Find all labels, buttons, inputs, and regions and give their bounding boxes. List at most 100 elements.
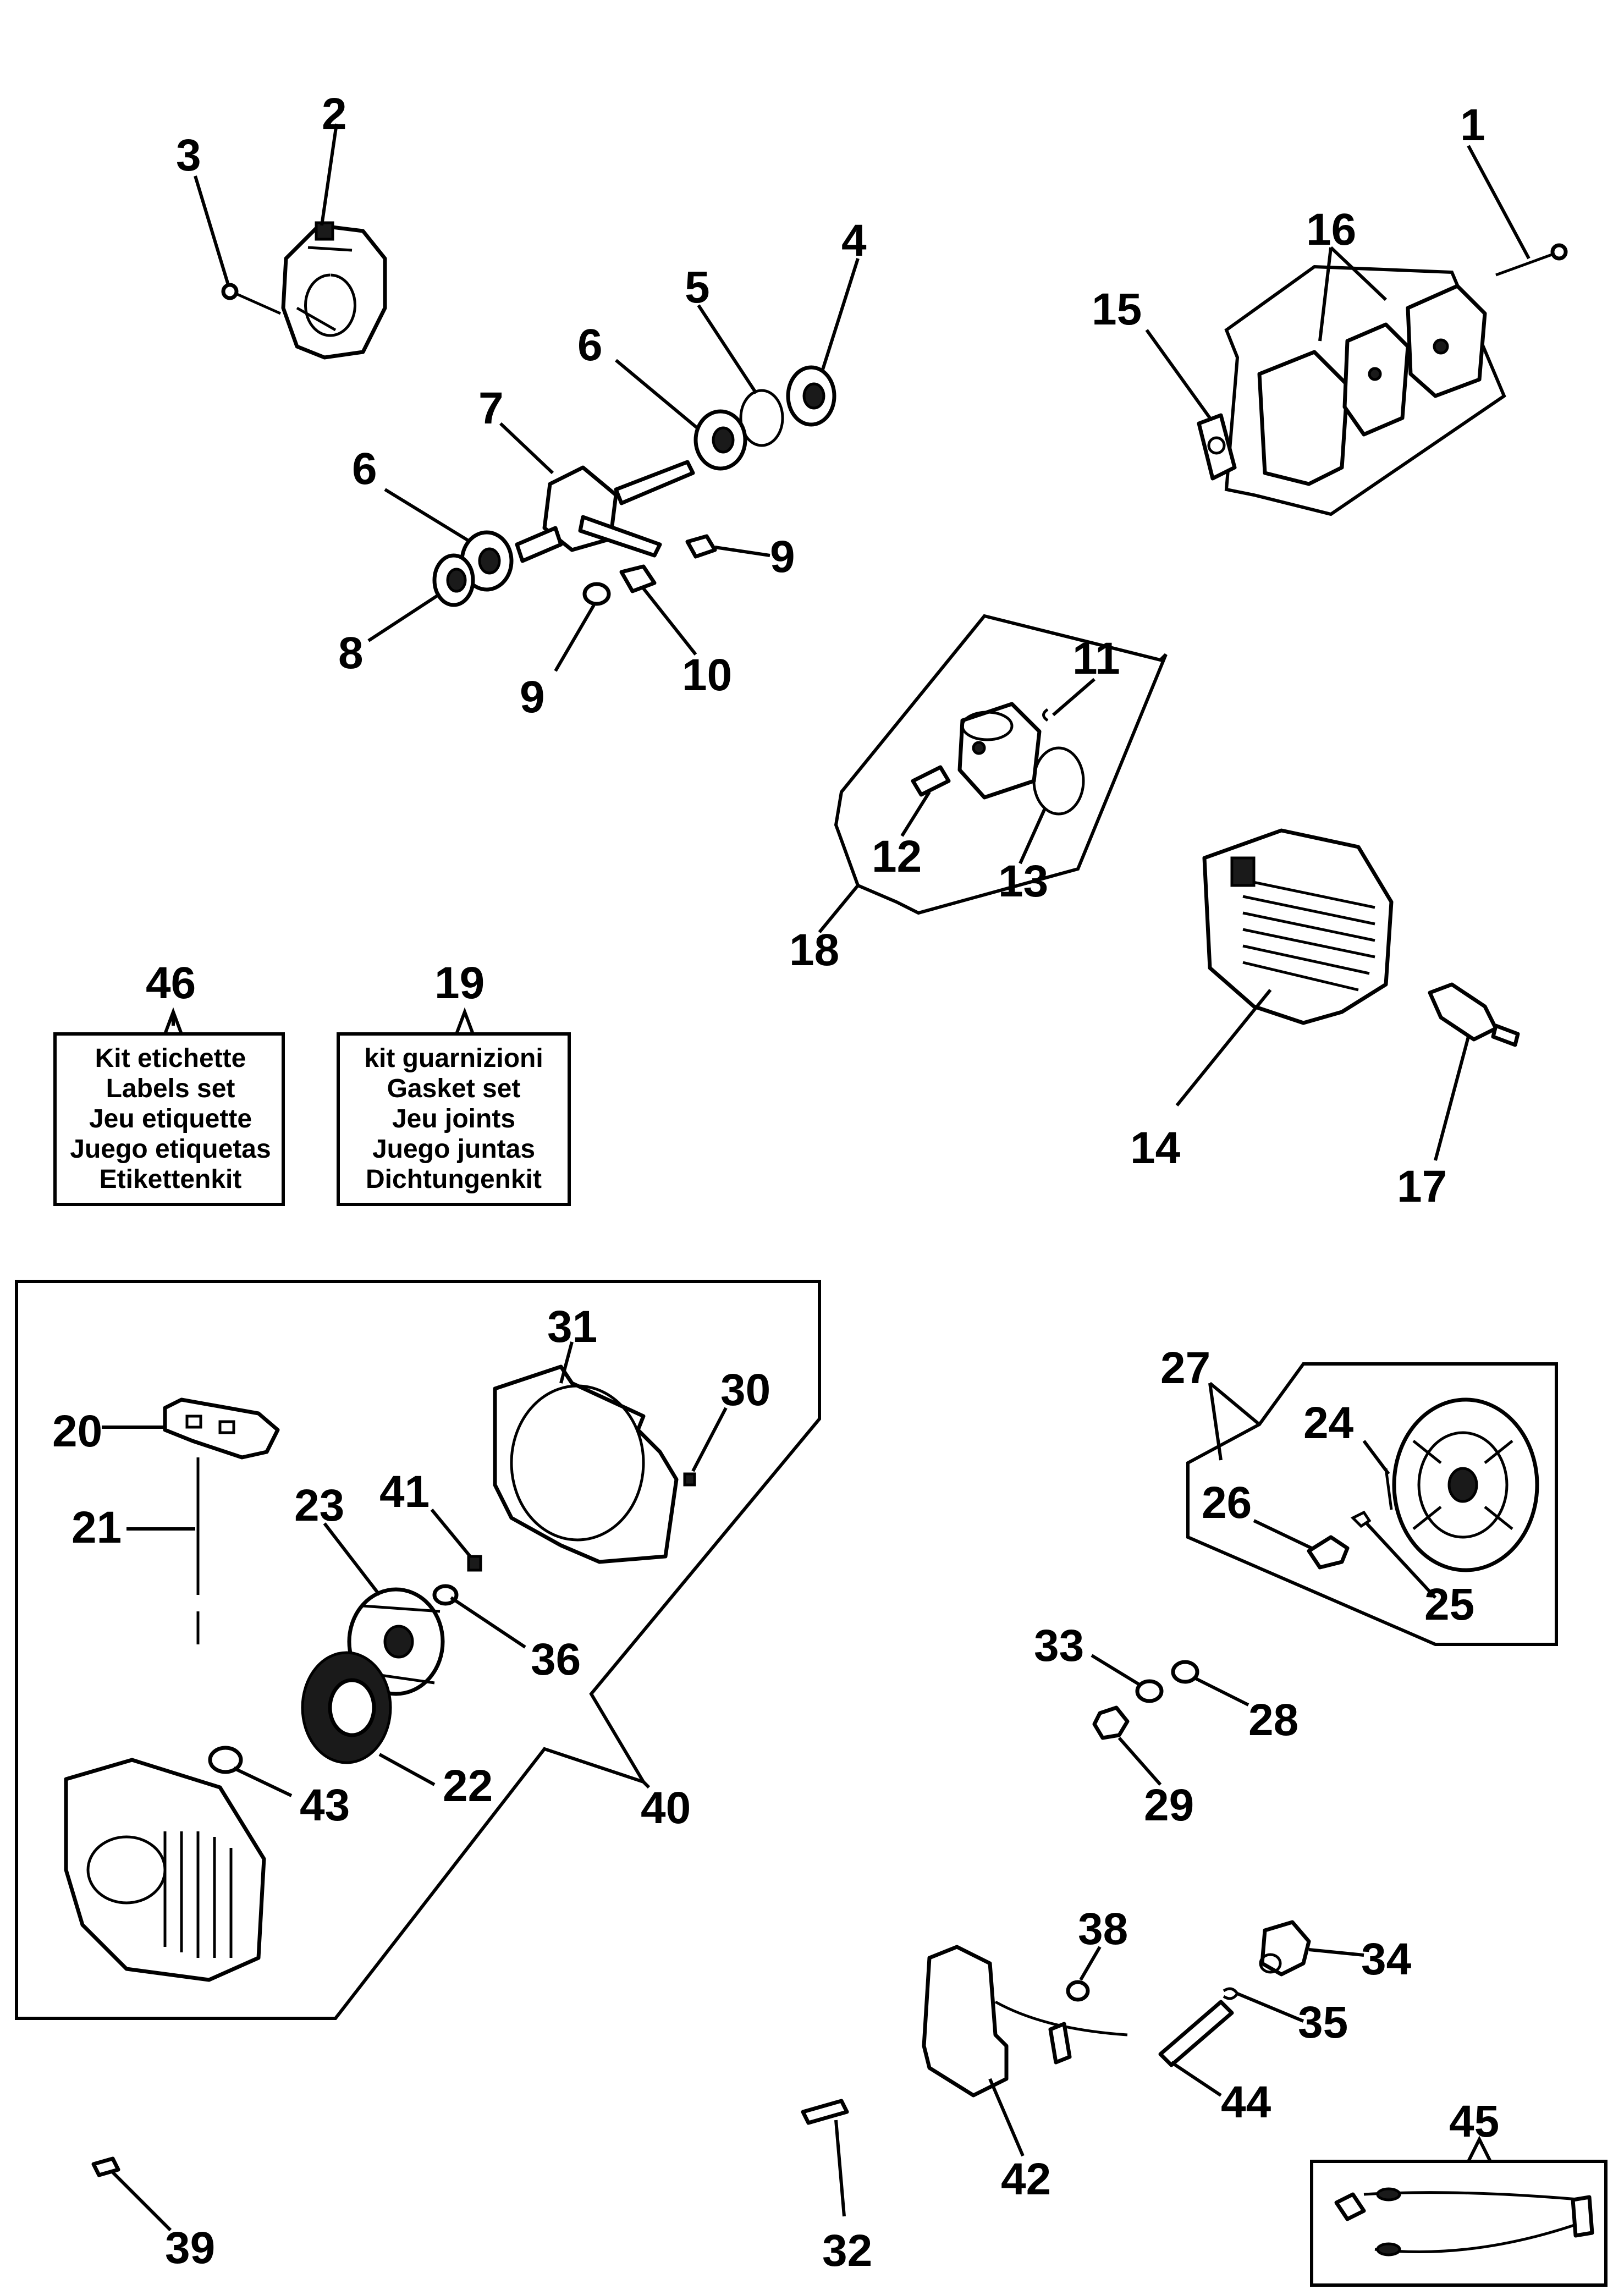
- bearing-6-upper: [693, 409, 747, 471]
- part-callout-43: 43: [300, 1780, 350, 1830]
- circlip-5: [739, 389, 784, 447]
- piston-pin-clip: [1042, 708, 1049, 722]
- elbow-34: [1259, 1920, 1311, 1977]
- part-callout-18: 18: [789, 925, 839, 975]
- part-callout-36: 36: [531, 1634, 581, 1685]
- part-callout-39: 39: [165, 2223, 215, 2273]
- crankcase-half: [281, 221, 387, 360]
- cylinder: [1202, 828, 1394, 1025]
- pawl-spring: [1350, 1510, 1372, 1528]
- wire-harness-frame: [1310, 2136, 1608, 2287]
- gasket-kit-line: Jeu joints: [392, 1104, 515, 1133]
- piston-ring: [1032, 746, 1085, 816]
- gasket-kit-text: kit guarnizioni Gasket set Jeu joints Ju…: [364, 1044, 543, 1194]
- needle-bearing: [619, 564, 657, 593]
- wire-harness: [1334, 2187, 1594, 2257]
- part-callout-22: 22: [443, 1761, 493, 1811]
- part-callout-24: 24: [1303, 1398, 1354, 1448]
- labels-kit-line: Labels set: [106, 1074, 235, 1103]
- part-callout-15: 15: [1092, 284, 1142, 334]
- part-callout-17: 17: [1397, 1162, 1447, 1212]
- part-callout-34: 34: [1361, 1934, 1412, 1984]
- part-callout-14: 14: [1130, 1123, 1181, 1173]
- flywheel-assembly-frame: [1186, 1362, 1558, 1646]
- starter-handle: [163, 1397, 280, 1460]
- gasket-kit-line: Dichtungenkit: [366, 1165, 542, 1194]
- part-callout-29: 29: [1144, 1780, 1194, 1830]
- muffler-gasket: [1197, 413, 1237, 481]
- nut-38: [1066, 1980, 1090, 2002]
- clip-35: [1223, 1987, 1240, 2000]
- labels-kit-line: Etikettenkit: [100, 1165, 242, 1194]
- part-callout-2: 2: [322, 89, 347, 139]
- part-callout-7: 7: [478, 383, 504, 433]
- washer-9-right: [685, 534, 717, 559]
- part-callout-46: 46: [146, 958, 196, 1008]
- muffler: [1257, 284, 1487, 486]
- part-callout-19: 19: [434, 958, 485, 1008]
- part-callout-16: 16: [1306, 205, 1356, 255]
- part-callout-38: 38: [1078, 1904, 1128, 1954]
- starter-pawl: [1307, 1535, 1350, 1570]
- gasket-kit-box: [337, 1007, 571, 1206]
- part-callout-30: 30: [720, 1365, 770, 1415]
- pawl-pin: [1384, 1468, 1393, 1510]
- fan-housing-plate: [493, 1364, 679, 1564]
- part-callout-3: 3: [176, 130, 201, 180]
- part-callout-8: 8: [338, 628, 364, 678]
- spark-plug: [1428, 982, 1520, 1047]
- flywheel: [1392, 1397, 1539, 1572]
- labels-kit-box: [53, 1007, 285, 1206]
- part-callout-6a: 6: [577, 320, 603, 370]
- washer-33: [1135, 1679, 1164, 1703]
- piston-pin: [911, 765, 951, 797]
- ignition-coil: [922, 1945, 1128, 2098]
- part-callout-40: 40: [641, 1783, 691, 1833]
- part-callout-21: 21: [71, 1503, 122, 1553]
- recoil-spring: [301, 1651, 392, 1764]
- part-callout-32: 32: [822, 2226, 872, 2276]
- part-callout-33: 33: [1034, 1621, 1084, 1671]
- muffler-assembly-frame: [1224, 265, 1506, 516]
- piston-kit-frame: [834, 614, 1168, 915]
- oil-seal: [432, 553, 475, 607]
- part-callout-26: 26: [1202, 1478, 1252, 1528]
- labels-kit-line: Juego etiquetas: [70, 1135, 271, 1164]
- labels-kit-line: Kit etichette: [95, 1044, 246, 1073]
- part-callout-44: 44: [1221, 2077, 1271, 2127]
- part-callout-9a: 9: [770, 532, 795, 582]
- part-callout-11: 11: [1072, 634, 1120, 684]
- part-callout-31: 31: [547, 1302, 597, 1352]
- gasket-kit-line: Juego juntas: [372, 1135, 535, 1164]
- part-callout-9b: 9: [520, 672, 545, 722]
- housing-screw: [683, 1472, 696, 1487]
- labels-kit-line: Jeu etiquette: [89, 1104, 252, 1133]
- gasket-kit-line: Gasket set: [387, 1074, 521, 1103]
- part-callout-20: 20: [52, 1406, 102, 1456]
- grommet: [208, 1746, 243, 1774]
- part-callout-6b: 6: [352, 444, 377, 494]
- part-callout-5: 5: [685, 262, 710, 312]
- gasket-kit-line: kit guarnizioni: [364, 1044, 543, 1073]
- labels-kit-text: Kit etichette Labels set Jeu etiquette J…: [70, 1044, 271, 1194]
- part-callout-4: 4: [841, 216, 867, 266]
- part-callout-41: 41: [379, 1467, 430, 1517]
- part-callout-35: 35: [1298, 1997, 1348, 2048]
- part-callout-12: 12: [872, 832, 922, 882]
- part-callout-25: 25: [1424, 1579, 1474, 1630]
- flywheel-nut: [1092, 1705, 1130, 1740]
- part-callout-45: 45: [1449, 2096, 1499, 2147]
- part-callout-27: 27: [1160, 1343, 1210, 1393]
- washer-28: [1171, 1660, 1199, 1684]
- crankshaft: [515, 460, 695, 563]
- starter-cover: [64, 1758, 266, 1982]
- screw-32: [801, 2099, 849, 2125]
- part-callout-28: 28: [1248, 1695, 1298, 1745]
- pulley-screw: [467, 1555, 482, 1572]
- muffler-bolt: [1495, 243, 1568, 277]
- part-callout-1: 1: [1460, 100, 1485, 150]
- part-callout-42: 42: [1001, 2154, 1051, 2204]
- part-callout-23: 23: [294, 1481, 344, 1531]
